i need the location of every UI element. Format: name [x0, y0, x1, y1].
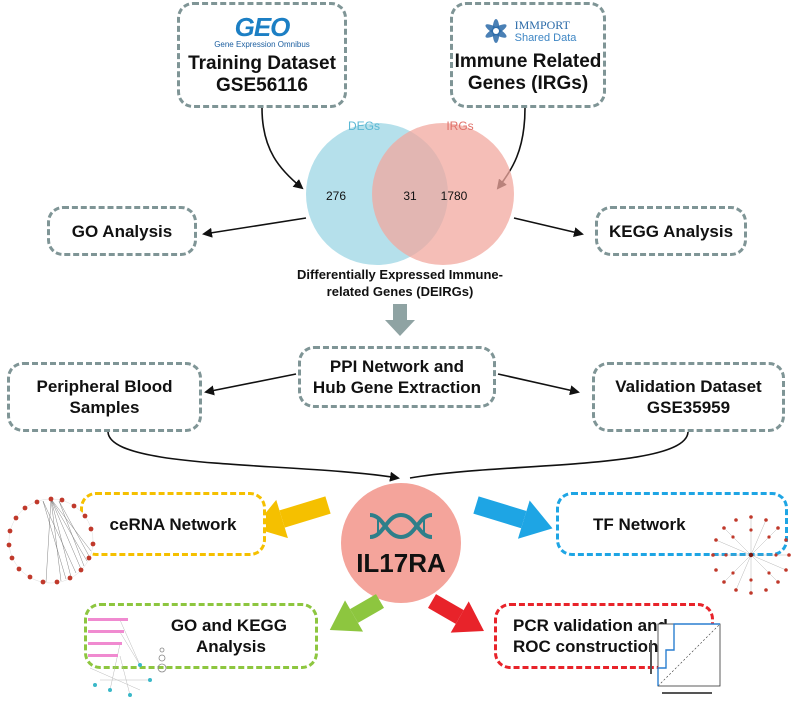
validation-line2: GSE35959: [646, 398, 731, 417]
ppi-line1: PPI Network and: [329, 357, 465, 376]
immport-source-box: IMMPORT Shared Data Immune Related Genes…: [450, 2, 606, 108]
pcr-line1: PCR validation and: [513, 616, 668, 635]
peripheral-blood-box: Peripheral Blood Samples: [7, 362, 202, 432]
venn-count-degs-only: 276: [326, 189, 346, 203]
peripheral-line1: Peripheral Blood: [36, 377, 173, 396]
arrow-ppi-to-peripheral: [204, 373, 297, 396]
geo-source-box: GEO Gene Expression Omnibus Training Dat…: [177, 2, 347, 108]
venn-caption: Differentially Expressed Immune- related…: [250, 266, 550, 300]
tf-network-label: TF Network: [593, 514, 686, 534]
venn-diagram: DEGs IRGs 276 31 1780: [306, 119, 514, 265]
go-kegg-line2: Analysis: [196, 637, 266, 656]
dna-icon: [369, 512, 433, 540]
venn-caption-line1: Differentially Expressed Immune-: [297, 267, 503, 282]
arrow-hub-to-gokegg: [329, 594, 384, 632]
arrow-venn-to-go: [202, 217, 307, 238]
hub-gene-circle: IL17RA: [341, 483, 461, 603]
arrow-hub-to-pcr: [428, 594, 484, 633]
cerna-network-box: ceRNA Network: [80, 492, 266, 556]
curve-peripheral-to-hub: [107, 431, 400, 482]
arrow-ppi-to-validation: [497, 373, 580, 396]
peripheral-line2: Samples: [69, 398, 140, 417]
go-kegg-thumbnail: [88, 618, 167, 697]
immport-star-icon: [485, 19, 507, 43]
validation-line1: Validation Dataset: [615, 377, 762, 396]
venn-label-irgs: IRGs: [446, 119, 473, 133]
geo-subtitle: GSE56116: [216, 74, 308, 96]
ppi-line2: Hub Gene Extraction: [312, 378, 482, 397]
arrow-hub-to-tf: [473, 496, 553, 539]
kegg-analysis-label: KEGG Analysis: [608, 221, 734, 241]
ppi-hub-gene-box: PPI Network and Hub Gene Extraction: [298, 346, 496, 408]
go-analysis-box: GO Analysis: [47, 206, 197, 256]
pcr-line2: ROC construction: [513, 637, 659, 656]
curve-validation-to-hub: [409, 431, 689, 479]
immport-subtitle: Genes (IRGs): [467, 73, 589, 94]
venn-count-overlap: 31: [403, 189, 417, 203]
venn-label-degs: DEGs: [348, 119, 380, 133]
tf-network-thumbnail: [711, 515, 791, 595]
arrow-geo-to-venn: [261, 107, 304, 190]
tf-network-box: TF Network: [556, 492, 788, 556]
arrow-deirgs-to-ppi: [385, 304, 415, 336]
geo-logo: GEO Gene Expression Omnibus: [214, 14, 310, 49]
go-kegg-line1: GO and KEGG: [170, 616, 287, 635]
go-analysis-label: GO Analysis: [71, 221, 173, 241]
immport-title: Immune Related: [454, 51, 602, 72]
venn-circle-irgs: [372, 123, 514, 265]
immport-logo-text: IMMPORT: [514, 17, 570, 32]
geo-logo-text: GEO: [234, 11, 291, 42]
cerna-network-thumbnail: [6, 496, 96, 585]
validation-dataset-box: Validation Dataset GSE35959: [592, 362, 785, 432]
roc-curve-thumbnail: [650, 623, 721, 694]
venn-count-irgs-only: 1780: [441, 189, 468, 203]
arrow-venn-to-kegg: [513, 217, 584, 238]
cerna-network-label: ceRNA Network: [109, 514, 237, 534]
hub-gene-label: IL17RA: [356, 548, 446, 578]
immport-logo: IMMPORT Shared Data: [480, 15, 577, 47]
go-kegg-box: GO and KEGG Analysis: [84, 603, 318, 669]
immport-logo-subtitle: Shared Data: [514, 31, 577, 44]
geo-title: Training Dataset: [188, 52, 336, 74]
venn-caption-line2: related Genes (DEIRGs): [326, 284, 474, 299]
kegg-analysis-box: KEGG Analysis: [595, 206, 747, 256]
geo-logo-subtitle: Gene Expression Omnibus: [214, 39, 310, 49]
